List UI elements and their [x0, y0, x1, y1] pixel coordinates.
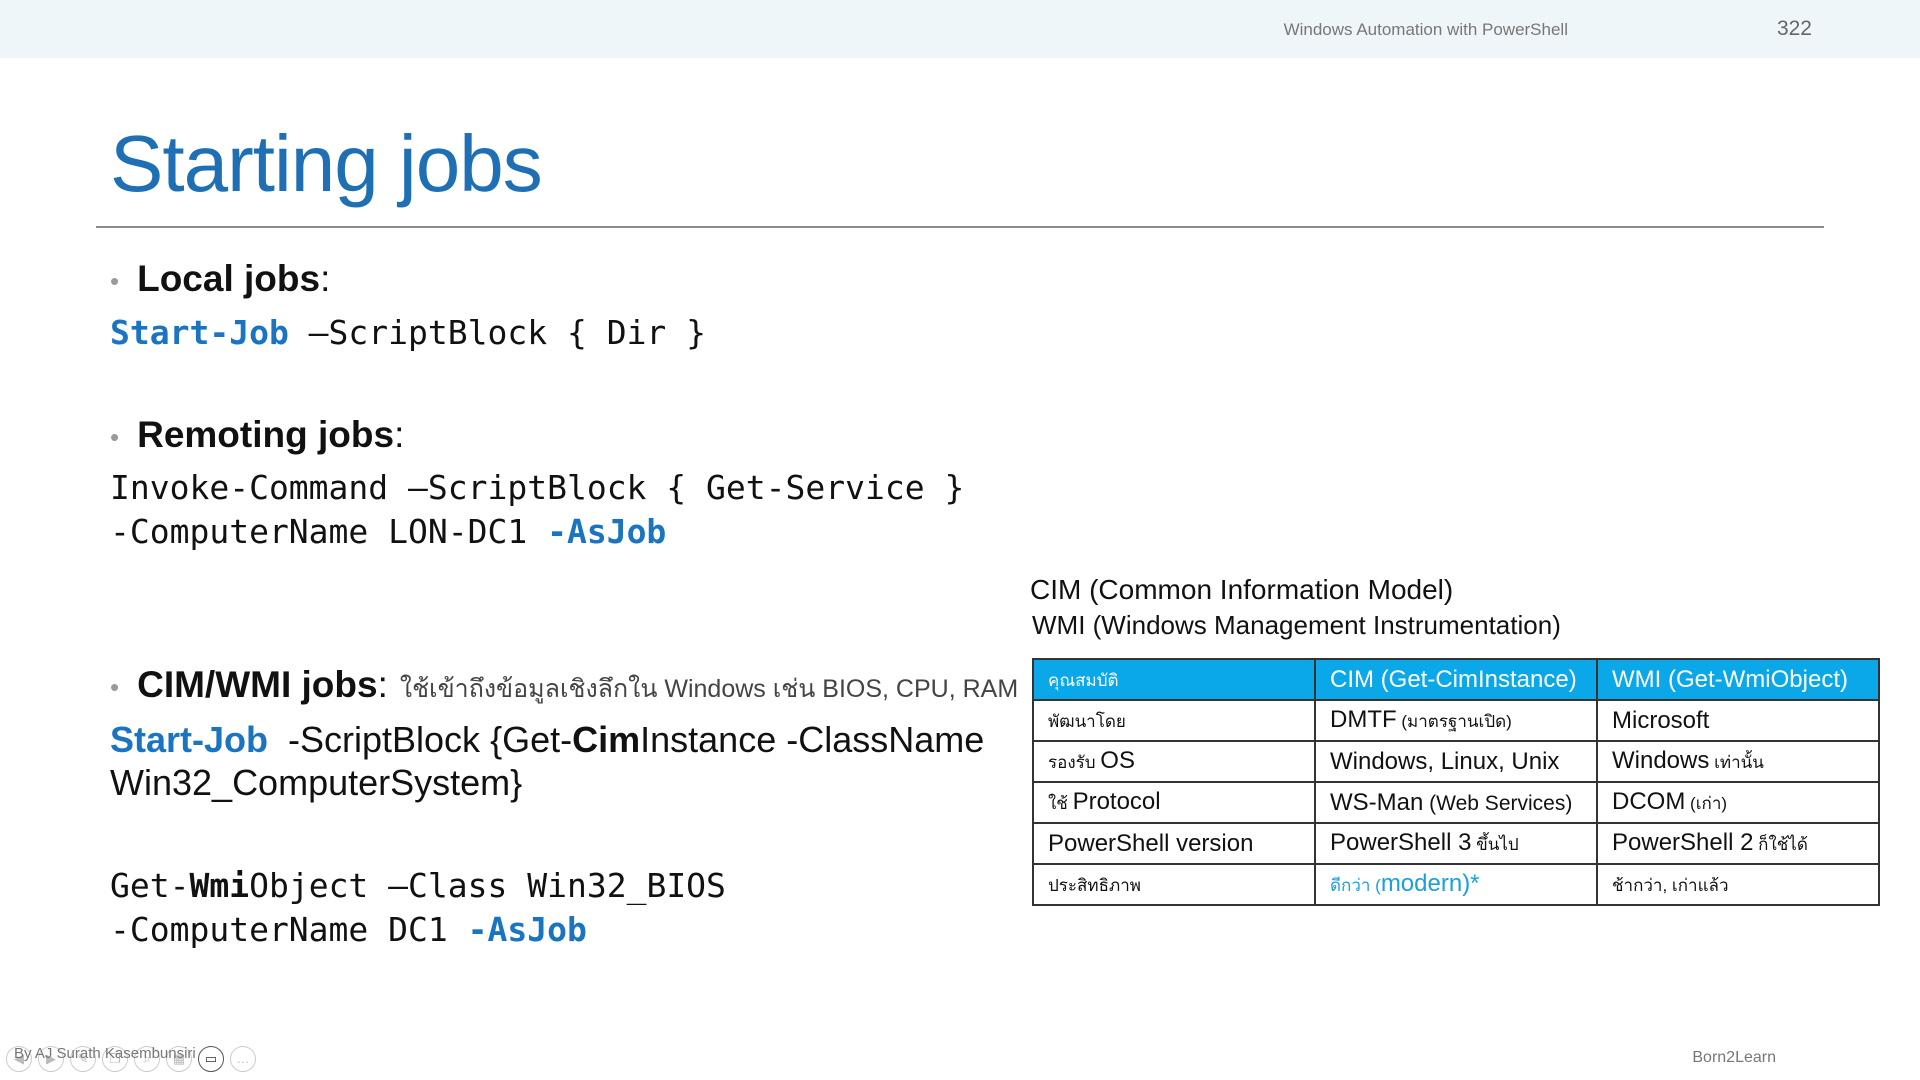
asjob-keyword: -AsJob	[547, 512, 667, 551]
slide-title: Starting jobs	[110, 119, 543, 208]
bullet-dot-icon: •	[110, 265, 120, 296]
zoom-icon[interactable]: ⌕	[134, 1046, 160, 1072]
remoting-line1: Invoke-Command –ScriptBlock { Get-Servic…	[110, 468, 965, 507]
table-row: พัฒนาโดย DMTF (มาตรฐานเปิด) Microsoft	[1032, 699, 1880, 742]
cimwmi-note: ใช้เข้าถึงข้อมูลเชิงลึกใน Windows เช่น B…	[399, 675, 1019, 703]
course-title: Windows Automation with PowerShell	[1283, 20, 1568, 39]
camera-icon[interactable]: ▭	[198, 1046, 224, 1072]
cell-text: PowerShell 2	[1612, 829, 1754, 856]
comparison-table: คุณสมบัติ CIM (Get-CimInstance) WMI (Get…	[1032, 658, 1880, 906]
header-label: คุณสมบัติ	[1048, 671, 1119, 690]
cell-text: พัฒนาโดย	[1048, 712, 1126, 731]
cell-note: เท่านั้น	[1709, 753, 1764, 772]
table-cell: รองรับ OS	[1032, 740, 1316, 783]
page-number: 322	[1776, 17, 1812, 40]
pen-icon[interactable]: ✎	[70, 1046, 96, 1072]
cim-definition: CIM (Common Information Model)	[1030, 574, 1454, 605]
cell-text: modern)*	[1380, 870, 1480, 897]
cell-text: Windows	[1612, 747, 1710, 774]
bullet-local-jobs: •Local jobs:	[110, 258, 331, 299]
brand-footer: Born2Learn	[1692, 1049, 1776, 1066]
remoting-command: Invoke-Command –ScriptBlock { Get-Servic…	[110, 466, 964, 554]
local-heading: Local jobs	[137, 258, 321, 299]
cell-text: DMTF	[1330, 706, 1397, 733]
cell-text: Windows, Linux, Unix	[1330, 747, 1560, 775]
table-cell: ช้ากว่า, เก่าแล้ว	[1596, 863, 1880, 906]
wmi-definition: WMI (Windows Management Instrumentation)	[1032, 610, 1561, 640]
cim-cmd-part-b: Instance -ClassName	[640, 719, 985, 760]
cell-note: ใช้	[1048, 794, 1073, 813]
table-cell: Windows, Linux, Unix	[1314, 740, 1598, 783]
table-cell: PowerShell version	[1032, 822, 1316, 865]
back-icon[interactable]: ◀	[6, 1046, 32, 1072]
cell-text: DCOM	[1612, 788, 1686, 815]
cim-cmd-line2: Win32_ComputerSystem}	[110, 762, 523, 803]
cell-text: PowerShell 3	[1330, 829, 1472, 856]
header-band	[0, 0, 1920, 58]
remoting-line2: -ComputerName LON-DC1	[110, 512, 548, 551]
cimwmi-heading: CIM/WMI jobs	[137, 664, 378, 705]
cell-note: (มาตรฐานเปิด)	[1396, 712, 1512, 731]
wmi-cmd-bold: Wmi	[189, 866, 250, 905]
table-cell: Windows เท่านั้น	[1596, 740, 1880, 783]
cim-cmd-bold: Cim	[572, 719, 641, 760]
wmi-cmd-part-a: Get-	[110, 866, 190, 905]
remoting-heading: Remoting jobs	[137, 414, 395, 455]
cell-note: (เก่า)	[1685, 794, 1728, 813]
table-cell: Microsoft	[1596, 699, 1880, 742]
table-row: PowerShell version PowerShell 3 ขึ้นไป P…	[1032, 822, 1880, 865]
table-cell: พัฒนาโดย	[1032, 699, 1316, 742]
cell-note: ก็ใช้ได้	[1753, 835, 1808, 854]
cmdlet-keyword: Start-Job	[110, 719, 269, 760]
table-row: รองรับ OS Windows, Linux, Unix Windows เ…	[1032, 740, 1880, 783]
table-header-row: คุณสมบัติ CIM (Get-CimInstance) WMI (Get…	[1032, 658, 1880, 701]
bullet-dot-icon: •	[110, 671, 120, 702]
cell-note: ขึ้นไป	[1471, 835, 1519, 854]
table-cell: ประสิทธิภาพ	[1032, 863, 1316, 906]
title-divider	[96, 226, 1824, 228]
table-cell: DMTF (มาตรฐานเปิด)	[1314, 699, 1598, 742]
local-command: Start-Job –ScriptBlock { Dir }	[110, 311, 706, 355]
cell-text: PowerShell version	[1048, 829, 1254, 857]
more-icon[interactable]: …	[230, 1046, 256, 1072]
bullet-remoting-jobs: •Remoting jobs:	[110, 414, 405, 455]
cell-note: ดีกว่า (	[1330, 876, 1381, 895]
player-controls: ◀ ▶ ✎ ❐ ⌕ ▦ ▭ …	[6, 1046, 256, 1072]
cell-text: WS-Man	[1330, 788, 1424, 816]
wmi-cmd-line2: -ComputerName DC1	[110, 910, 468, 949]
cell-text: ช้ากว่า, เก่าแล้ว	[1612, 876, 1729, 895]
cell-text: Microsoft	[1612, 706, 1710, 734]
cim-command: Start-Job -ScriptBlock {Get-CimInstance …	[110, 718, 984, 804]
table-cell: ใช้ Protocol	[1032, 781, 1316, 824]
cmdlet-keyword: Start-Job	[110, 313, 289, 352]
author-credit: By AJ Surath Kasembunsiri	[14, 1045, 196, 1062]
table-cell: WS-Man (Web Services)	[1314, 781, 1598, 824]
asjob-keyword: -AsJob	[467, 910, 587, 949]
bullet-dot-icon: •	[110, 421, 120, 452]
bullet-cimwmi-jobs: •CIM/WMI jobs:ใช้เข้าถึงข้อมูลเชิงลึกใน …	[110, 664, 1019, 705]
grid-icon[interactable]: ▦	[166, 1046, 192, 1072]
wmi-command: Get-WmiObject –Class Win32_BIOS -Compute…	[110, 864, 726, 952]
cell-note: (Web Services)	[1423, 791, 1573, 815]
cell-text: Protocol	[1072, 788, 1161, 815]
table-cell: PowerShell 2 ก็ใช้ได้	[1596, 822, 1880, 865]
header-cell: คุณสมบัติ	[1032, 658, 1316, 701]
header-cell: WMI (Get-WmiObject)	[1596, 658, 1880, 701]
table-cell: DCOM (เก่า)	[1596, 781, 1880, 824]
cell-text: ประสิทธิภาพ	[1048, 876, 1141, 895]
header-cell: CIM (Get-CimInstance)	[1314, 658, 1598, 701]
cim-cmd-part-a: -ScriptBlock {Get-	[268, 719, 573, 760]
cell-text: OS	[1100, 747, 1135, 774]
table-row: ใช้ Protocol WS-Man (Web Services) DCOM …	[1032, 781, 1880, 824]
command-args: –ScriptBlock { Dir }	[288, 313, 707, 352]
table-cell: ดีกว่า (modern)*	[1314, 863, 1598, 906]
copy-icon[interactable]: ❐	[102, 1046, 128, 1072]
table-row: ประสิทธิภาพ ดีกว่า (modern)* ช้ากว่า, เก…	[1032, 863, 1880, 906]
play-icon[interactable]: ▶	[38, 1046, 64, 1072]
wmi-cmd-part-b: Object –Class Win32_BIOS	[249, 866, 726, 905]
cell-note: รองรับ	[1048, 753, 1101, 772]
table-cell: PowerShell 3 ขึ้นไป	[1314, 822, 1598, 865]
